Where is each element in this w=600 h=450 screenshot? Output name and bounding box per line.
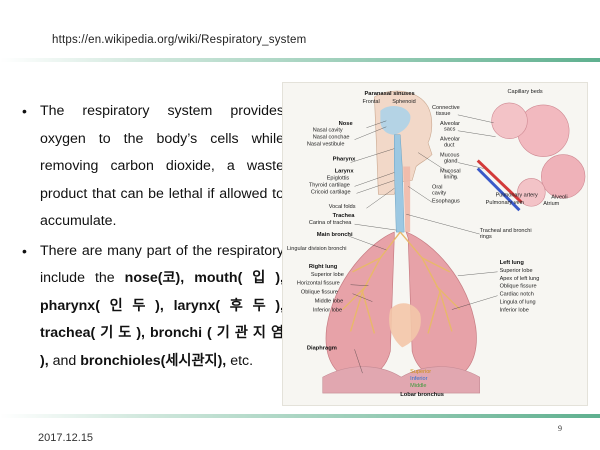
label-superior-lobe: Superior lobe [311, 272, 344, 278]
bullet-text-2-intro: There are many part of the respiratory i… [40, 242, 284, 287]
label-epiglottis: Epiglottis [327, 175, 350, 181]
label-tracheal-2: rings [480, 234, 492, 240]
label-nasal-vestibule: Nasal vestibule [307, 142, 345, 148]
leader-lines [348, 114, 498, 374]
esophagus-shape [403, 166, 411, 233]
label-cardiac: Cardiac notch [500, 292, 534, 298]
label-mucosal-2: lining [444, 174, 457, 180]
label-alveolar-sacs-1: Alveolar [440, 121, 460, 127]
trachea-shape [394, 134, 405, 233]
top-divider [0, 58, 600, 62]
label-oral-1: Oral [432, 184, 442, 190]
label-atrium: Atrium [543, 201, 559, 207]
label-nasal-conchae: Nasal conchae [313, 135, 350, 141]
label-sphenoid: Sphenoid [392, 99, 415, 105]
label-oral-2: cavity [432, 190, 446, 196]
label-inferior-lobe: Inferior lobe [313, 308, 342, 314]
text-and: and [48, 352, 81, 369]
heart-shape [389, 303, 421, 348]
label-vocal-folds: Vocal folds [329, 204, 356, 210]
label-diaphragm: Diaphragm [307, 345, 337, 351]
label-main-bronchi: Main bronchi [317, 232, 353, 238]
alveoli-inset [476, 102, 586, 212]
label-mucous-1: Mucous [440, 153, 460, 159]
bottom-divider [0, 414, 600, 418]
term-nose: nose(코), [124, 270, 185, 286]
bullet-text-1: The respiratory system provides oxygen t… [40, 103, 284, 229]
label-apex: Apex of left lung [500, 276, 540, 282]
term-pharynx: pharynx( 인 두 ), [40, 297, 164, 314]
label-pulm-vein: Pulmonary vein [486, 200, 524, 206]
label-alveolar-duct-1: Alveolar [440, 137, 460, 143]
label-middle-lobe: Middle lobe [315, 299, 343, 305]
term-bronchioles: bronchioles(세시관지), [80, 352, 227, 369]
label-nose: Nose [339, 121, 353, 127]
label-lobar: Lobar bronchus [400, 392, 444, 398]
label-frontal: Frontal [362, 99, 379, 105]
label-inferior: Inferior [410, 376, 427, 382]
page-number: 9 [558, 424, 562, 433]
label-pulm-artery: Pulmonary artery [496, 192, 538, 198]
label-alveolar-duct-2: duct [444, 143, 455, 149]
bullet-list: The respiratory system provides oxygen t… [22, 98, 284, 377]
respiratory-diagram: Paranasal sinuses Frontal Sphenoid Nose … [282, 82, 588, 406]
label-middle: Middle [410, 383, 426, 389]
label-nasal-cavity: Nasal cavity [313, 128, 343, 134]
label-carina: Carina of trachea [309, 220, 352, 226]
term-trachea: trachea( 기 도 ), [40, 325, 145, 341]
label-thyroid: Thyroid cartilage [309, 182, 350, 188]
label-tissue: tissue [436, 111, 451, 117]
label-trachea: Trachea [333, 213, 356, 219]
label-mucous-2: gland [444, 159, 458, 165]
term-larynx: larynx( 후 두 ), [173, 297, 285, 314]
nasal-cavity-shape [380, 105, 411, 135]
diaphragm-shape [322, 366, 481, 394]
label-larynx: Larynx [335, 168, 355, 174]
label-superior: Superior [410, 369, 431, 375]
label-esophagus: Esophagus [432, 198, 460, 204]
label-lingula: Lingula of lung [500, 300, 536, 306]
term-bronchi: bronchi ( 기 관 지 염 ), [40, 325, 284, 369]
label-pharynx: Pharynx [333, 157, 356, 163]
label-oblique: Oblique fissure [301, 290, 338, 296]
label-mucosal-1: Mucosal [440, 168, 461, 174]
bronchial-tree [342, 231, 461, 334]
respiratory-diagram-svg: Paranasal sinuses Frontal Sphenoid Nose … [287, 89, 586, 398]
label-lingular: Lingular division bronchi [287, 246, 347, 252]
bullet-item-1: The respiratory system provides oxygen t… [22, 98, 284, 236]
label-left-lung: Left lung [500, 260, 525, 266]
label-capillary: Capillary beds [508, 89, 543, 95]
label-cricoid: Cricoid cartilage [311, 189, 351, 195]
footer-date: 2017.12.15 [38, 432, 94, 444]
left-lung-shape [405, 231, 477, 380]
head-silhouette [374, 90, 433, 195]
bullet-item-2: There are many part of the respiratory i… [22, 238, 284, 376]
source-url: https://en.wikipedia.org/wiki/Respirator… [52, 34, 307, 46]
label-l-oblique: Oblique fissure [500, 284, 537, 290]
label-l-inferior: Inferior lobe [500, 308, 529, 314]
label-horizontal: Horizontal fissure [297, 281, 340, 287]
right-lung-shape [325, 231, 395, 380]
label-paranasal: Paranasal sinuses [364, 91, 414, 97]
label-connective: Connective [432, 105, 460, 111]
label-right-lung: Right lung [309, 264, 338, 270]
label-l-superior: Superior lobe [500, 268, 533, 274]
text-etc: etc. [226, 352, 254, 369]
label-tracheal-1: Tracheal and bronchi [480, 228, 532, 234]
label-alveolar-sacs-2: sacs [444, 127, 456, 133]
label-alveoli: Alveoli [551, 194, 567, 200]
term-mouth: mouth( 입 ), [194, 270, 284, 286]
